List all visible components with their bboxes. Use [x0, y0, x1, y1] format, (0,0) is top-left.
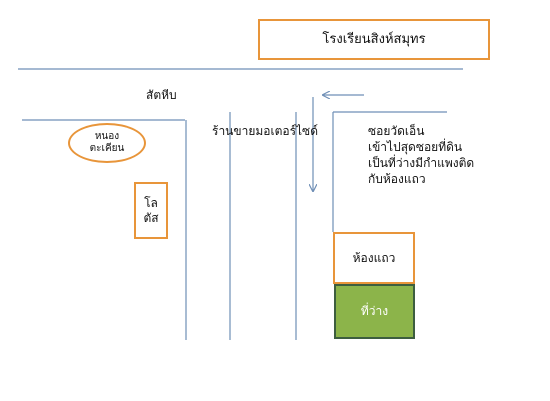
- soi-note-line2: เข้าไปสุดซอยที่ดิน: [368, 140, 463, 154]
- school-label: โรงเรียนสิงห์สมุทร: [322, 32, 426, 47]
- motorcycle-shop-label: ร้านขายมอเตอร์ไซด์: [212, 124, 318, 138]
- lotus-label-line2: ตัส: [143, 210, 159, 225]
- vacant-land-plot: ที่ว่าง: [334, 284, 415, 339]
- lotus-label-line1: โล: [144, 195, 158, 210]
- pond-oval: หนอง ตะเคียน: [68, 123, 146, 163]
- pond-label-line2: ตะเคียน: [89, 143, 125, 154]
- vacant-land-label: ที่ว่าง: [360, 304, 389, 318]
- school-label-box: โรงเรียนสิงห์สมุทร: [258, 19, 490, 60]
- soi-note-line3: เป็นที่ว่างมีกำแพงติด: [368, 156, 475, 170]
- pond-label-line1: หนอง: [94, 131, 120, 142]
- road-label-sattahip: สัตหีบ: [146, 88, 177, 102]
- row-house-label: ห้องแถว: [352, 250, 396, 265]
- lotus-store-box: โล ตัส: [134, 182, 168, 239]
- soi-note-line4: กับห้องแถว: [368, 172, 426, 186]
- soi-note-line1: ซอยวัดเอ็น: [368, 124, 425, 138]
- row-house-box: ห้องแถว: [333, 232, 415, 284]
